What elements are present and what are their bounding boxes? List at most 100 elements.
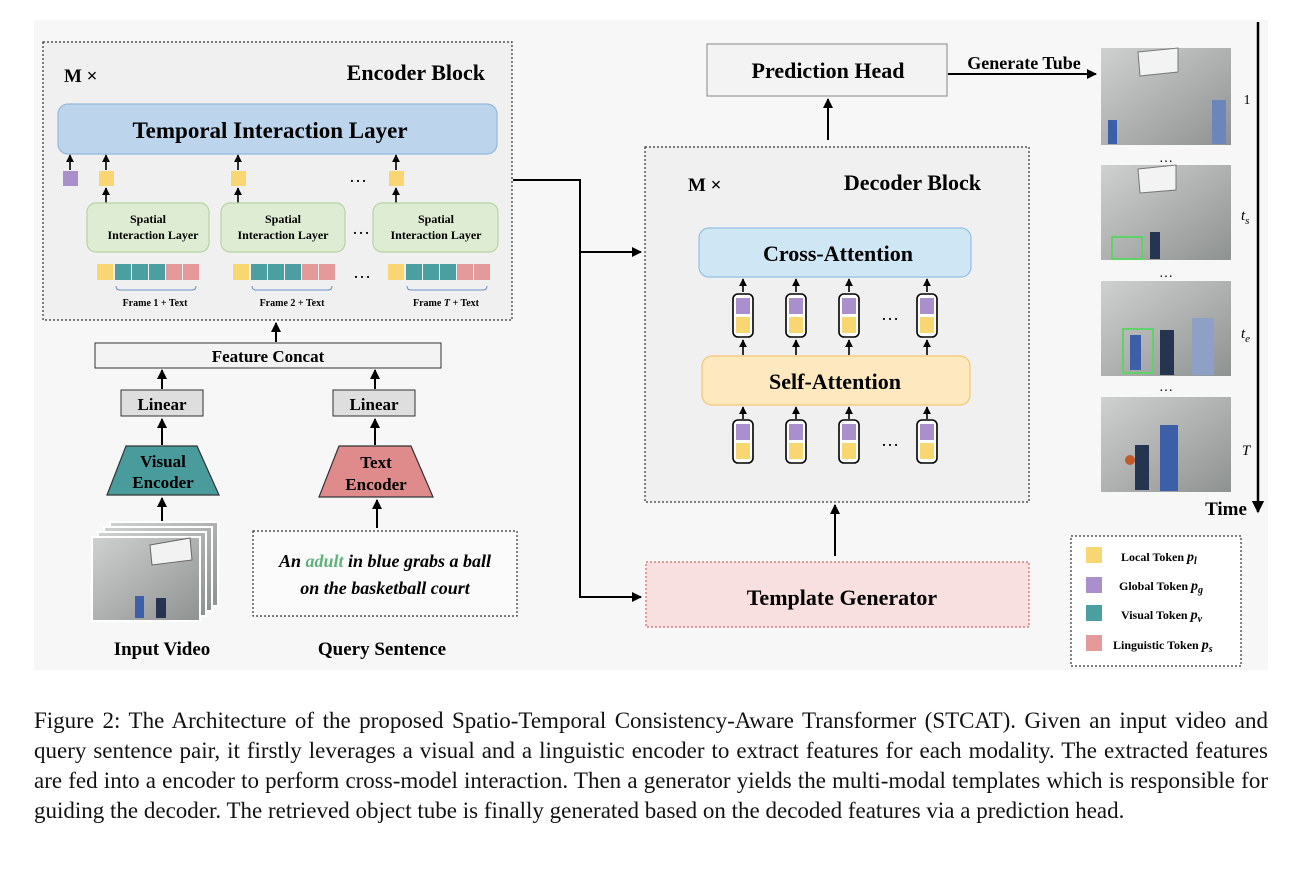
prediction-head-label: Prediction Head [752, 58, 905, 83]
visual-encoder-label: Encoder [132, 473, 194, 492]
token-strip-frame-T: Frame T + Text [388, 264, 490, 309]
legend-swatch [1086, 635, 1102, 651]
ellipsis: … [1159, 151, 1173, 166]
local-token [789, 443, 803, 459]
backboard-shape [1137, 164, 1177, 194]
text-encoder [318, 445, 434, 498]
legend-item-visual: Visual Token pv [1086, 605, 1203, 625]
person-shape [1212, 100, 1226, 144]
input-video-label: Input Video [114, 639, 211, 660]
local-token [736, 443, 750, 459]
person-shape [1135, 445, 1149, 490]
brace [406, 285, 488, 291]
token-pair [732, 293, 754, 338]
visual-encoder-label: Visual [140, 452, 186, 471]
global-token [789, 298, 803, 314]
visual-token [423, 264, 439, 280]
person-shape [1108, 120, 1117, 144]
local-token [388, 264, 404, 280]
brace [251, 285, 333, 291]
prediction-head-box [706, 43, 948, 97]
output-frames: … … … [1101, 47, 1231, 492]
decoder-block: M × Decoder Block Cross-Attention … [644, 146, 1030, 503]
spatial-layer-label: Spatial [265, 212, 302, 226]
person-shape [135, 596, 144, 618]
global-token [736, 424, 750, 440]
connector-to-template [513, 179, 642, 602]
architecture-diagram: M × Encoder Block Temporal Interaction L… [42, 22, 1265, 667]
linguistic-token [166, 264, 182, 280]
temporal-interaction-layer [57, 103, 498, 155]
frame-label-1: Frame 1 + Text [123, 298, 189, 309]
cross-attention-label: Cross-Attention [763, 241, 913, 266]
highlighted-word: adult [305, 551, 344, 571]
spatial-layer-label: Spatial [418, 212, 455, 226]
local-token [842, 443, 856, 459]
decoder-block-title: Decoder Block [844, 170, 982, 195]
token-pair [916, 419, 938, 464]
backboard-shape [1137, 47, 1179, 77]
decoder-block-border [644, 146, 1030, 503]
feature-concat-box [94, 342, 442, 369]
person-shape [156, 598, 166, 618]
legend-label: Linguistic Token ps [1113, 638, 1213, 655]
token-strip-frame-2: Frame 2 + Text [233, 264, 335, 309]
frame-label-T: Frame T + Text [413, 298, 480, 309]
cross-attention-layer [698, 227, 972, 278]
encoder-block: M × Encoder Block Temporal Interaction L… [42, 41, 513, 321]
visual-token [132, 264, 148, 280]
text-encoder-label: Encoder [345, 475, 407, 494]
ellipsis: … [349, 166, 367, 186]
local-token [233, 264, 249, 280]
time-mark-1: 1 [1244, 93, 1251, 108]
backboard-shape [149, 537, 193, 566]
time-mark-T: T [1242, 443, 1252, 459]
figure-caption: Figure 2: The Architecture of the propos… [34, 706, 1268, 826]
decoder-repeat-label: M × [688, 175, 722, 196]
global-token [920, 424, 934, 440]
linguistic-token [183, 264, 199, 280]
legend-swatch [1086, 605, 1102, 621]
caption-label: Figure 2: [34, 708, 129, 733]
output-frame-T [1101, 397, 1231, 492]
linear-box-text [332, 389, 416, 417]
grounding-box [1111, 236, 1143, 260]
local-token [389, 171, 404, 186]
time-mark-te: te [1241, 326, 1250, 345]
token-pair [838, 419, 860, 464]
spatial-interaction-layer-1: Spatial Interaction Layer [86, 202, 210, 253]
legend-item-local: Local Token pl [1086, 547, 1197, 567]
legend-swatch [1086, 577, 1102, 593]
legend-label: Visual Token pv [1121, 608, 1203, 625]
global-token [920, 298, 934, 314]
self-attention-layer [701, 355, 971, 406]
linguistic-token [474, 264, 490, 280]
ellipsis: … [1159, 266, 1173, 281]
spatial-layer-box [220, 202, 346, 253]
local-token [97, 264, 113, 280]
token-strip-frame-1: Frame 1 + Text [97, 264, 199, 309]
brace [115, 285, 197, 291]
global-token [842, 298, 856, 314]
local-token [920, 317, 934, 333]
local-token [99, 171, 114, 186]
template-generator-label: Template Generator [747, 585, 938, 610]
spatial-layer-label: Interaction Layer [391, 228, 483, 242]
local-token [231, 171, 246, 186]
legend-label: Global Token pg [1119, 579, 1203, 596]
spatial-layer-box [372, 202, 499, 253]
legend: Local Token pl Global Token pg Visual To… [1070, 535, 1242, 667]
feature-concat-label: Feature Concat [212, 347, 325, 366]
legend-label: Local Token pl [1121, 550, 1197, 567]
person-shape [1150, 232, 1160, 259]
linear-label: Linear [137, 395, 187, 414]
text-encoder-label: Text [360, 453, 392, 472]
spatial-layer-box [86, 202, 210, 253]
visual-token [115, 264, 131, 280]
global-token [842, 424, 856, 440]
spatial-layer-label: Spatial [130, 212, 167, 226]
spatial-interaction-layer-2: Spatial Interaction Layer [220, 202, 346, 253]
caption-text: The Architecture of the proposed Spatio-… [34, 708, 1268, 823]
ellipsis: … [353, 262, 371, 282]
legend-item-linguistic: Linguistic Token ps [1086, 635, 1213, 655]
